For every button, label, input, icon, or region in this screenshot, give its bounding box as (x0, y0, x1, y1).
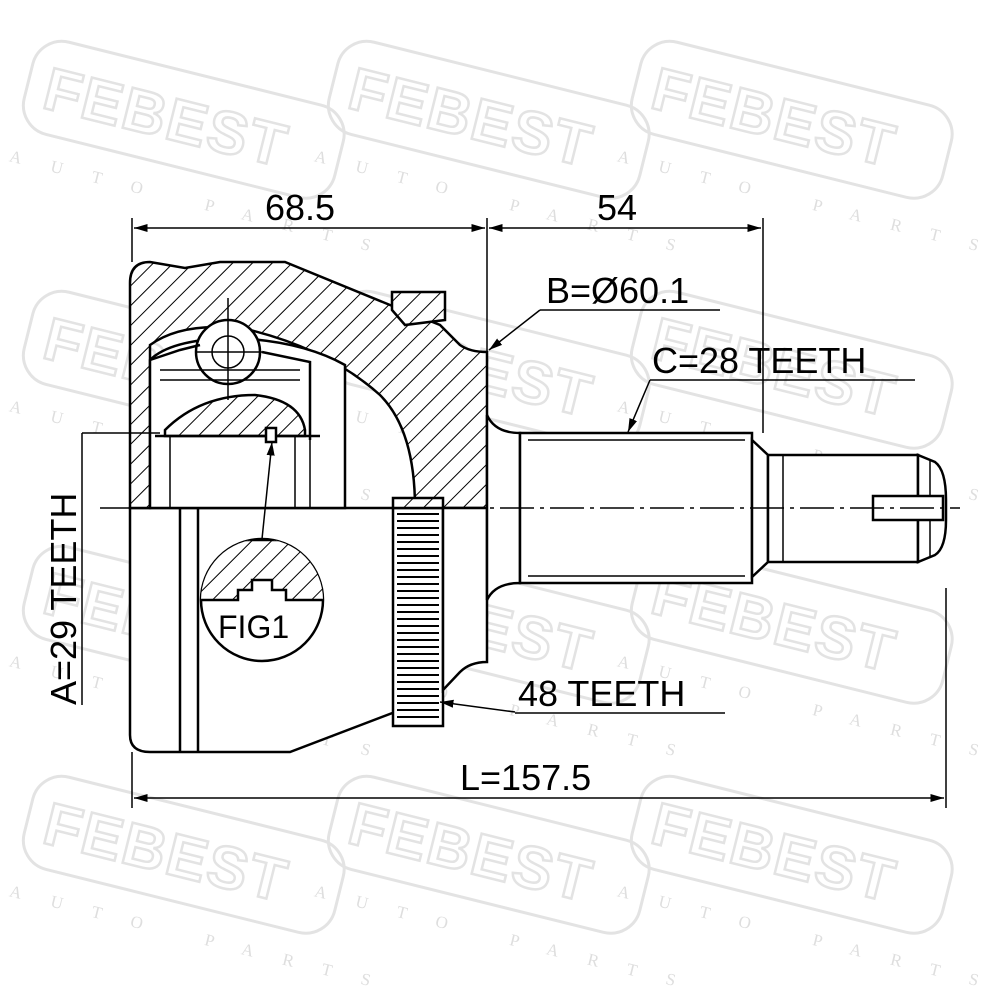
fig1-detail: FIG1 (199, 441, 325, 663)
inner-race-section (163, 393, 307, 438)
abs-ring-teeth (397, 513, 439, 718)
fig1-label: FIG1 (218, 609, 289, 645)
abs-ring-upper (391, 496, 445, 510)
dim-abs-ring: 48 TEETH (518, 673, 685, 714)
fig1-leader (261, 441, 275, 540)
svg-text:FEBEST: FEBEST (645, 790, 903, 915)
svg-text:FEBEST: FEBEST (645, 55, 903, 180)
dim-total-length: L=157.5 (460, 757, 591, 798)
dim-housing-length: 68.5 (265, 187, 335, 228)
dim-stub-length: 54 (597, 187, 637, 228)
dim-inner-spline: A=29 TEETH (43, 493, 84, 705)
fig1-section (201, 539, 323, 602)
cage-window (160, 369, 300, 381)
svg-text:FEBEST: FEBEST (37, 55, 295, 180)
dim-b-leader (488, 309, 541, 351)
dim-abs-leader (439, 699, 516, 713)
abs-tone-ring (391, 506, 445, 728)
watermark-logo: FEBEST AUTO PARTS (616, 774, 1000, 997)
svg-text:FEBEST: FEBEST (37, 790, 295, 915)
housing-neck-lower (441, 506, 489, 694)
boot-retainer (390, 290, 447, 327)
circlip-marker (264, 426, 278, 444)
svg-text:FEBEST: FEBEST (342, 55, 600, 180)
svg-text:FEBEST: FEBEST (342, 790, 600, 915)
dim-c-leader (627, 379, 651, 433)
dim-outer-spline: C=28 TEETH (652, 340, 866, 381)
dim-bearing-diameter: B=Ø60.1 (546, 270, 689, 311)
